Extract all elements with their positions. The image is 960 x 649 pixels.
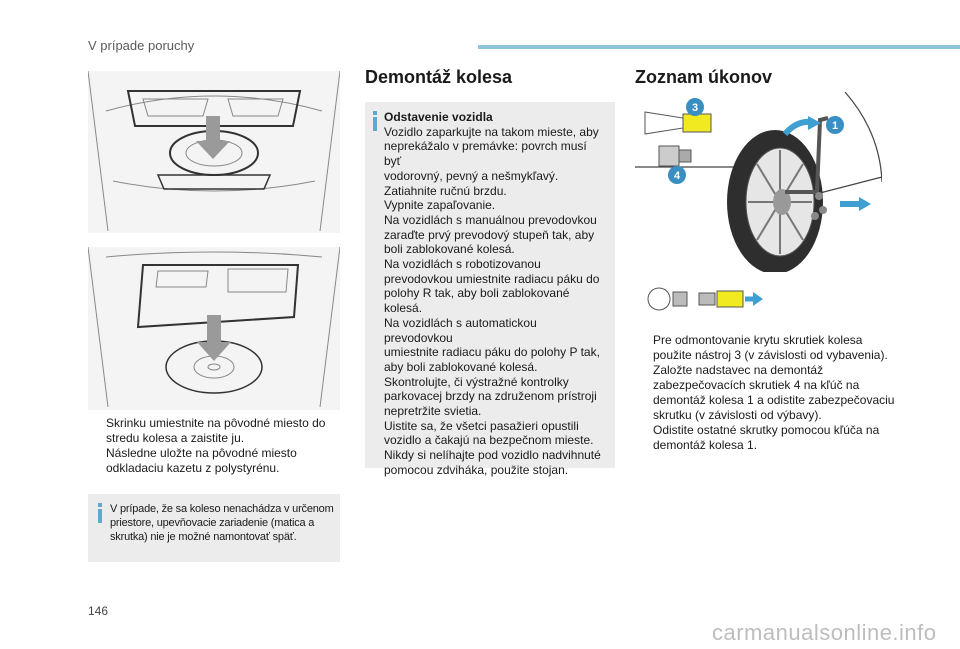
box-line: parkovacej brzdy na združenom prístroji bbox=[384, 389, 597, 404]
info-icon bbox=[98, 503, 102, 523]
box-line: Na vozidlách s automatickou prevodovkou bbox=[384, 315, 537, 345]
right-instruction-list: Pre odmontovanie krytu skrutiek kolesa p… bbox=[635, 333, 900, 453]
list-item: Pre odmontovanie krytu skrutiek kolesa p… bbox=[635, 333, 900, 363]
callout-badge-1: 1 bbox=[832, 120, 838, 132]
list-item: Odistite ostatné skrutky pomocou kľúča n… bbox=[635, 423, 900, 453]
left-instruction-list: Skrinku umiestnite na pôvodné miesto do … bbox=[88, 416, 340, 476]
box-line: Uistite sa, že všetci pasažieri opustili bbox=[384, 418, 579, 433]
section-title-wheel-removal: Demontáž kolesa bbox=[365, 67, 513, 87]
list-item: Následne uložte na pôvodné miesto odklad… bbox=[88, 446, 340, 476]
box-line: prevodovkou umiestnite radiacu páku do bbox=[384, 271, 600, 286]
section-title-steps: Zoznam úkonov bbox=[635, 67, 773, 87]
list-item-text: Skrinku umiestnite na pôvodné miesto do … bbox=[106, 416, 326, 445]
anti-theft-bolt-adapter-illustration bbox=[647, 287, 763, 311]
box-line: zaraďte prvý prevodový stupeň tak, aby bbox=[384, 227, 595, 242]
watermark-text: carmanualsonline.info bbox=[712, 620, 937, 645]
wheel-removal-illustration: 1 3 4 bbox=[635, 92, 882, 272]
page-number: 146 bbox=[88, 604, 109, 618]
section-header-title: V prípade poruchy bbox=[88, 38, 195, 53]
info-icon bbox=[373, 111, 377, 131]
box-line: pomocou zdviháka, použite stojan. bbox=[384, 462, 569, 477]
box-line: polohy R tak, aby boli zablokované koles… bbox=[384, 286, 570, 316]
box-line: boli zablokované kolesá. bbox=[384, 242, 515, 257]
box-line: neprekážalo v premávke: povrch musí byť bbox=[384, 139, 587, 169]
list-item-text: Založte nadstavec na demontáž zabezpečov… bbox=[653, 363, 895, 422]
box-line: Na vozidlách s robotizovanou bbox=[384, 257, 541, 272]
info-note-text: V prípade, že sa koleso nenachádza v urč… bbox=[110, 503, 334, 543]
box-line: Skontrolujte, či výstražné kontrolky bbox=[384, 374, 569, 389]
box-line: Zatiahnite ručnú brzdu. bbox=[384, 183, 507, 198]
trunk-illustration-polystyrene-tray bbox=[88, 247, 340, 410]
list-item-text: Následne uložte na pôvodné miesto odklad… bbox=[106, 446, 297, 475]
callout-badge-4: 4 bbox=[674, 170, 681, 182]
box-line: Na vozidlách s manuálnou prevodovkou bbox=[384, 212, 597, 227]
box-line: aby boli zablokované kolesá. bbox=[384, 359, 538, 374]
list-item: Založte nadstavec na demontáž zabezpečov… bbox=[635, 363, 900, 423]
callout-badge-3: 3 bbox=[692, 102, 698, 114]
box-line: Nikdy si nelíhajte pod vozidlo nadvihnut… bbox=[384, 448, 601, 463]
list-item-text: Pre odmontovanie krytu skrutiek kolesa p… bbox=[653, 333, 888, 362]
box-heading: Odstavenie vozidla bbox=[384, 110, 493, 124]
trunk-illustration-storage-box bbox=[88, 71, 340, 233]
parking-info-box: Odstavenie vozidla Vozidlo zaparkujte na… bbox=[365, 102, 615, 477]
header-accent-bar bbox=[478, 45, 960, 49]
box-line: umiestnite radiacu páku do polohy P tak, bbox=[384, 345, 600, 360]
box-line: nepretržite svietia. bbox=[384, 404, 482, 419]
box-line: Vypnite zapaľovanie. bbox=[384, 198, 496, 213]
list-item-text: Odistite ostatné skrutky pomocou kľúča n… bbox=[653, 423, 880, 452]
list-item: Skrinku umiestnite na pôvodné miesto do … bbox=[88, 416, 340, 446]
box-line: vozidlo a čakajú na bezpečnom mieste. bbox=[384, 433, 594, 448]
box-line: Vozidlo zaparkujte na takom mieste, aby bbox=[384, 124, 599, 139]
box-line: vodorovný, pevný a nešmykľavý. bbox=[384, 168, 559, 183]
info-note-box: V prípade, že sa koleso nenachádza v urč… bbox=[88, 494, 340, 562]
